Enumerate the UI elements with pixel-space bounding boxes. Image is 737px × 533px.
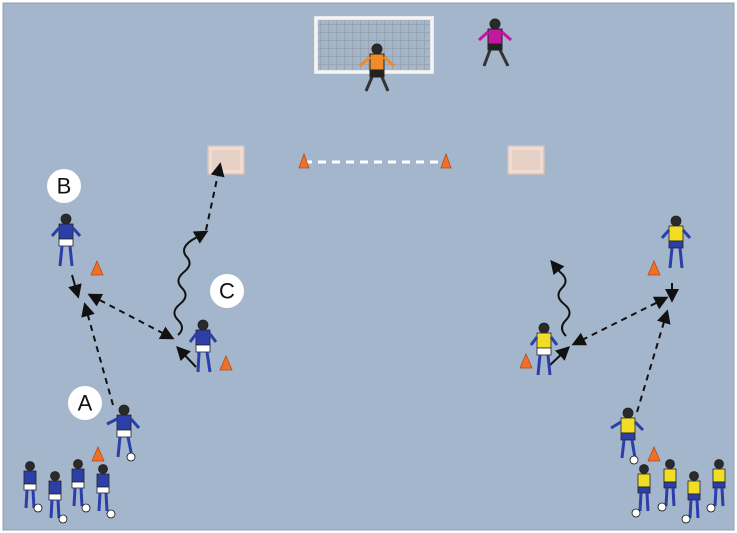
cone-icon (219, 354, 233, 371)
ball-icon (126, 452, 136, 462)
ball-icon (657, 502, 667, 512)
player-icon (657, 459, 677, 512)
cone-icon (519, 352, 533, 369)
player-c-blue (188, 319, 218, 373)
ball-icon (629, 455, 639, 465)
label-c-badge: C (210, 274, 244, 308)
label-c: C (219, 279, 235, 304)
dribble-right-c (550, 259, 571, 337)
ball-icon (58, 514, 68, 524)
pass-b-to-c (87, 293, 175, 340)
mini-goal-right (507, 145, 545, 175)
player-icon (23, 461, 43, 513)
label-a: A (78, 391, 93, 416)
ball-icon (81, 503, 91, 513)
cone-icon (298, 152, 310, 169)
cone-icon (91, 445, 105, 462)
cone-icon (647, 259, 661, 276)
goalkeeper-magenta (478, 18, 512, 67)
label-b-badge: B (47, 169, 81, 203)
label-a-badge: A (68, 386, 102, 420)
player-icon (48, 471, 68, 524)
c-run-arrow (176, 345, 197, 368)
goalkeeper-orange (358, 43, 396, 92)
player-a-yellow (610, 407, 645, 465)
ball-icon (33, 503, 43, 513)
movement-arrows (68, 162, 679, 413)
cone-icon (90, 259, 104, 276)
player-b-blue (50, 213, 82, 267)
mini-goal-left (207, 145, 245, 175)
dribble-c (173, 230, 209, 336)
cone-icon (647, 445, 661, 462)
ball-icon (706, 503, 716, 513)
player-icon (706, 459, 726, 513)
c-right-run-arrow (548, 346, 571, 367)
player-icon (681, 471, 701, 524)
player-icon (631, 464, 651, 518)
yellow-queue (631, 459, 726, 524)
cones (90, 152, 661, 462)
label-b: B (57, 174, 72, 199)
ball-icon (106, 509, 116, 519)
b-run-arrow (68, 274, 82, 299)
player-icon (71, 459, 91, 513)
player-b-yellow (660, 215, 692, 269)
player-icon (96, 464, 116, 519)
player-a-blue (106, 404, 141, 462)
ball-icon (681, 514, 691, 524)
cone-icon (440, 152, 452, 169)
ball-icon (631, 508, 641, 518)
player-c-yellow (529, 322, 559, 376)
blue-queue (23, 459, 116, 524)
shot-c (205, 162, 225, 231)
